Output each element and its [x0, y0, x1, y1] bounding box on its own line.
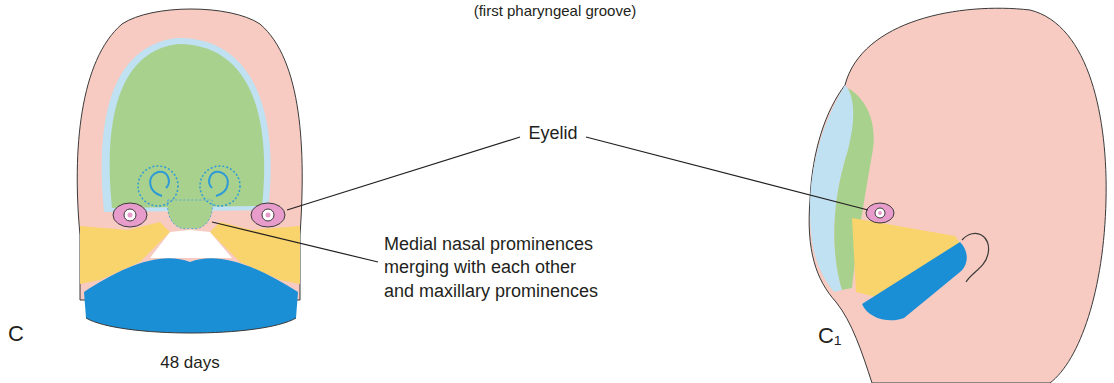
figure-caption-fragment: (first pharyngeal groove) [474, 1, 637, 21]
structure-label: Medial nasal prominences merging with ea… [384, 233, 606, 303]
panel-letter: C₁ [818, 322, 841, 351]
frontonasal-edge [102, 38, 271, 212]
frontonasal-prominence [110, 44, 265, 208]
medial-nasal-prominences [168, 200, 213, 229]
panel-letter: C [8, 320, 24, 349]
head-profile [809, 8, 1106, 383]
stomodeum [150, 230, 232, 258]
lateral-nasal-right [200, 166, 240, 206]
eye-left [113, 203, 147, 227]
nasal-pit-left [150, 172, 169, 196]
mandibular-lateral [862, 242, 967, 320]
frontal-face [77, 9, 302, 333]
neck-line [86, 318, 296, 333]
ear [962, 233, 989, 282]
mandibular-prominence [84, 258, 298, 333]
leader-line [287, 137, 520, 210]
age-label: 48 days [160, 352, 220, 374]
lateral-face [809, 8, 1106, 383]
leader-line [586, 137, 868, 210]
nasal-pit-right [209, 172, 228, 196]
lateral-nasal-left [138, 166, 178, 206]
eye-lateral [866, 203, 894, 223]
structure-label: Eyelid [528, 122, 577, 145]
eye-right [251, 203, 285, 227]
leader-line [212, 222, 378, 262]
head-outline [77, 9, 302, 300]
